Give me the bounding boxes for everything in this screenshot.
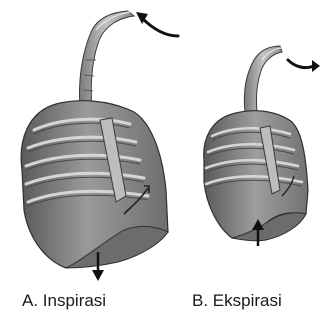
curved-arrow-out-icon	[288, 60, 320, 72]
curved-arrow-in-icon	[136, 12, 178, 36]
thorax-a	[21, 101, 168, 268]
panel-inspirasi	[21, 11, 178, 281]
caption-inspirasi: A. Inspirasi	[22, 291, 106, 311]
caption-ekspirasi: B. Ekspirasi	[192, 291, 282, 311]
trachea-b	[244, 46, 282, 114]
thorax-b	[204, 111, 308, 241]
panel-ekspirasi	[204, 46, 320, 246]
trachea-a	[80, 11, 135, 110]
